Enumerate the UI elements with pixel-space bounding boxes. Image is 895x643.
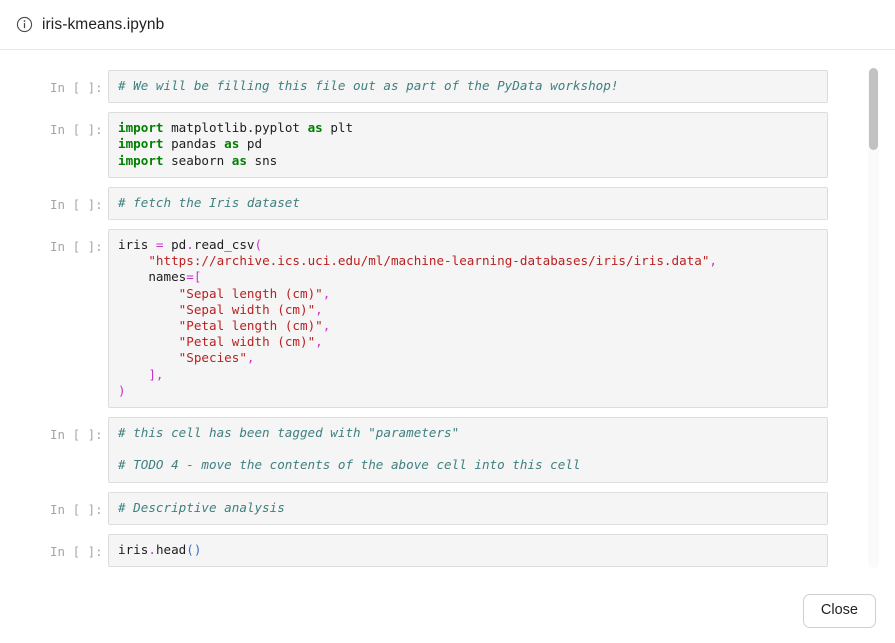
string-token: "Sepal length (cm)"	[178, 285, 323, 301]
operator-token: ,	[246, 350, 255, 366]
comment-token: # Descriptive analysis	[118, 499, 285, 515]
cell-source: iris = pd.read_csv( "https://archive.ics…	[118, 237, 718, 398]
cell-source: # this cell has been tagged with "parame…	[118, 425, 818, 474]
scrollbar-thumb[interactable]	[869, 68, 878, 150]
string-token: "Species"	[178, 350, 247, 366]
blank-line	[118, 441, 818, 457]
comment-token: # this cell has been tagged with "parame…	[118, 425, 460, 441]
cell-editor[interactable]: # fetch the Iris dataset	[108, 186, 828, 221]
keyword-token: import	[118, 120, 164, 136]
string-token: "Petal width (cm)"	[178, 334, 316, 350]
string-token: "Sepal width (cm)"	[178, 301, 316, 317]
cell-editor[interactable]: iris.head()	[108, 533, 828, 568]
cell-prompt: In [ ]:	[50, 543, 103, 559]
notebook-scroll-area[interactable]: In [ ]: # We will be filling this file o…	[0, 51, 895, 643]
cell-prompt: In [ ]:	[50, 239, 103, 255]
keyword-token: as	[307, 120, 323, 136]
cell-prompt: In [ ]:	[50, 122, 103, 138]
comment-token: # fetch the Iris dataset	[118, 194, 300, 210]
cell-source: iris.head()	[118, 541, 202, 557]
cell-prompt: In [ ]:	[50, 501, 103, 517]
string-token: "https://archive.ics.uci.edu/ml/machine-…	[148, 253, 710, 269]
keyword-token: import	[118, 152, 164, 168]
cell-editor[interactable]: iris = pd.read_csv( "https://archive.ics…	[108, 229, 828, 409]
operator-token: ,	[322, 285, 331, 301]
paren-token: (	[254, 237, 263, 253]
notebook-cell[interactable]: In [ ]: # Descriptive analysis	[0, 491, 860, 525]
notebook-cell[interactable]: In [ ]: iris.head()	[0, 533, 860, 568]
notebook-cell[interactable]: In [ ]: # We will be filling this file o…	[0, 70, 860, 104]
cell-editor[interactable]: # We will be filling this file out as pa…	[108, 70, 828, 104]
cell-prompt: In [ ]:	[50, 80, 103, 95]
document-title: iris-kmeans.ipynb	[42, 15, 165, 33]
cell-source: # Descriptive analysis	[118, 500, 818, 516]
paren-token: ()	[186, 541, 202, 557]
close-button[interactable]: Close	[802, 594, 876, 628]
vertical-scrollbar[interactable]	[868, 68, 879, 568]
operator-token: ],	[148, 366, 164, 382]
cell-editor[interactable]: # this cell has been tagged with "parame…	[108, 417, 828, 483]
string-token: "Petal length (cm)"	[178, 318, 323, 334]
info-circle-icon	[16, 16, 33, 33]
keyword-token: import	[118, 136, 164, 152]
operator-token: ,	[709, 253, 718, 269]
operator-token: ,	[315, 301, 323, 317]
paren-token: )	[118, 382, 126, 398]
notebook-cell[interactable]: In [ ]: iris = pd.read_csv( "https://arc…	[0, 229, 860, 409]
operator-token: ,	[322, 318, 331, 334]
operator-token: ,	[315, 334, 323, 350]
cell-source: # fetch the Iris dataset	[118, 195, 818, 211]
notebook-cell[interactable]: In [ ]: # this cell has been tagged with…	[0, 417, 860, 483]
keyword-token: as	[231, 152, 247, 168]
cell-editor[interactable]: import matplotlib.pyplot as plt import p…	[108, 112, 828, 178]
notebook-cell[interactable]: In [ ]: # fetch the Iris dataset	[0, 186, 860, 221]
cell-prompt: In [ ]:	[50, 427, 103, 443]
footer-bar: Close	[0, 579, 895, 643]
keyword-token: as	[224, 136, 240, 152]
comment-token: # TODO 4 - move the contents of the abov…	[118, 457, 581, 473]
cell-source: import matplotlib.pyplot as plt import p…	[118, 120, 354, 168]
cell-editor[interactable]: # Descriptive analysis	[108, 491, 828, 525]
operator-token: .	[148, 541, 156, 557]
title-bar: iris-kmeans.ipynb	[0, 0, 895, 50]
operator-token: =[	[186, 269, 202, 285]
operator-token: =	[155, 237, 164, 253]
comment-token: # We will be filling this file out as pa…	[118, 78, 619, 93]
notebook-cell-list: In [ ]: # We will be filling this file o…	[0, 51, 860, 576]
operator-token: .	[186, 237, 194, 253]
cell-prompt: In [ ]:	[50, 196, 103, 212]
cell-source: # We will be filling this file out as pa…	[118, 78, 818, 94]
notebook-cell[interactable]: In [ ]: import matplotlib.pyplot as plt …	[0, 112, 860, 178]
